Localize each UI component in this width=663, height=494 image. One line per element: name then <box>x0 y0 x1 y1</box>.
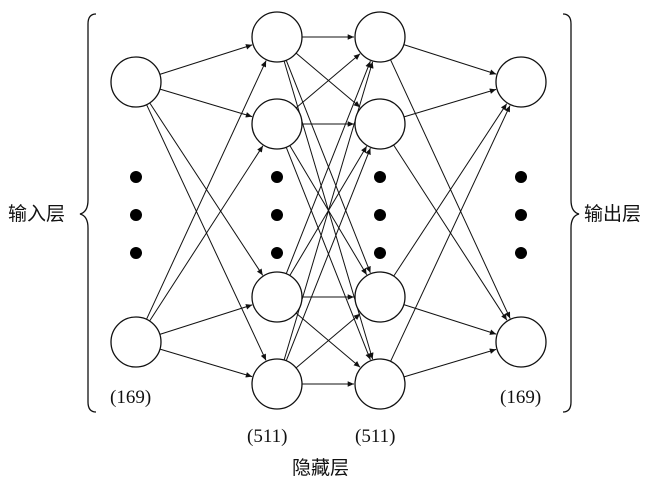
neuron-output-1 <box>495 316 547 368</box>
edge-input-0-to-hidden1-1 <box>159 88 253 118</box>
ellipsis-dot-input-1 <box>130 209 142 221</box>
edge-hidden2-2-to-output-0 <box>393 103 508 277</box>
neuron-hidden2-2 <box>354 271 406 323</box>
connection-edges <box>146 34 511 387</box>
input-layer-label: 输入层 <box>8 203 65 225</box>
neuron-input-1 <box>110 316 162 368</box>
edge-hidden2-0-to-output-0 <box>403 44 497 75</box>
neuron-hidden2-0 <box>354 11 406 63</box>
edge-input-1-to-hidden1-3 <box>159 348 253 378</box>
edge-hidden2-3-to-output-1 <box>403 348 497 378</box>
ellipsis-dot-output-2 <box>515 247 527 259</box>
ellipsis-dot-hidden2-1 <box>374 209 386 221</box>
neuron-hidden1-1 <box>251 98 303 150</box>
edge-input-1-to-hidden1-2 <box>159 304 253 335</box>
ellipsis-dot-hidden1-2 <box>271 247 283 259</box>
neuron-output-0 <box>495 56 547 108</box>
ellipsis-dots <box>130 171 527 259</box>
edge-hidden1-1-to-hidden2-0 <box>295 53 361 109</box>
edge-hidden2-3-to-output-0 <box>390 105 511 362</box>
ellipsis-dot-output-1 <box>515 209 527 221</box>
edge-hidden1-3-to-hidden2-2 <box>295 313 361 369</box>
hidden-layer-label: 隐藏层 <box>292 457 349 479</box>
edge-input-1-to-hidden1-1 <box>149 145 264 322</box>
hidden1-count: (511) <box>247 426 287 447</box>
edge-input-1-to-hidden1-0 <box>146 60 267 320</box>
neuron-hidden2-3 <box>354 358 406 410</box>
output-layer-brace <box>562 13 580 413</box>
ellipsis-dot-input-2 <box>130 247 142 259</box>
neuron-input-0 <box>110 56 162 108</box>
edge-hidden1-3-to-hidden2-1 <box>285 148 371 361</box>
edge-hidden1-2-to-hidden2-0 <box>285 61 371 274</box>
ellipsis-dot-hidden2-0 <box>374 171 386 183</box>
ellipsis-dot-output-0 <box>515 171 527 183</box>
neuron-hidden1-0 <box>251 11 303 63</box>
neuron-hidden1-3 <box>251 358 303 410</box>
hidden2-count: (511) <box>355 426 395 447</box>
edge-hidden1-0-to-hidden2-1 <box>295 52 361 108</box>
ellipsis-dot-hidden1-1 <box>271 209 283 221</box>
ellipsis-dot-input-0 <box>130 171 142 183</box>
edge-input-0-to-hidden1-0 <box>159 44 253 75</box>
neuron-hidden1-2 <box>251 271 303 323</box>
output-layer-label: 输出层 <box>584 203 641 225</box>
edge-hidden2-2-to-output-1 <box>403 304 497 335</box>
ellipsis-dot-hidden1-0 <box>271 171 283 183</box>
edge-hidden1-2-to-hidden2-3 <box>295 312 361 368</box>
edge-hidden2-1-to-output-0 <box>403 88 497 118</box>
neuron-hidden2-1 <box>354 98 406 150</box>
ellipsis-dot-hidden2-2 <box>374 247 386 259</box>
input-count: (169) <box>110 387 151 408</box>
neuron-nodes <box>110 11 547 410</box>
input-layer-brace <box>79 13 97 413</box>
output-count: (169) <box>500 387 541 408</box>
